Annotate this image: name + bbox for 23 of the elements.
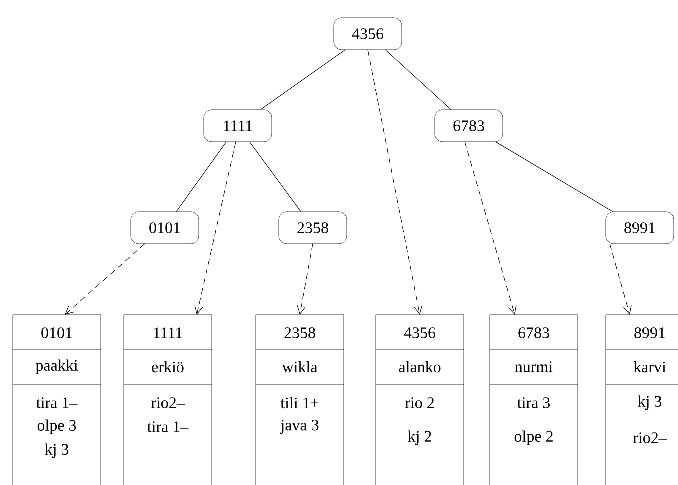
pointer-arrow xyxy=(368,50,423,315)
key-box: 2358 xyxy=(278,212,348,244)
key-box: 1111 xyxy=(204,110,272,142)
pointer-arrow xyxy=(297,244,314,315)
pointer-arrow xyxy=(194,142,236,315)
record-box: 8991 karvi kj 3 rio2– xyxy=(606,314,678,485)
tree-edge xyxy=(176,142,227,212)
tree-edge xyxy=(250,142,302,212)
key-box: 8991 xyxy=(606,212,674,244)
record-box: 4356 alanko rio 2 kj 2 xyxy=(376,314,464,485)
key-box: 0101 xyxy=(130,212,200,244)
record-box: 2358 wikla tili 1+ java 3 xyxy=(256,314,344,485)
pointer-arrow xyxy=(610,244,632,315)
pointer-arrow xyxy=(65,244,146,315)
tree-edge xyxy=(260,50,346,110)
tree-edge xyxy=(496,142,614,212)
record-box: 6783 nurmi tira 3 olpe 2 xyxy=(490,314,578,485)
record-box: 1111 erkiö rio2– tira 1– xyxy=(124,314,212,485)
tree-edge xyxy=(385,50,452,110)
pointer-arrow xyxy=(464,142,517,315)
record-box: 0101 paakki tira 1– olpe 3 kj 3 xyxy=(12,314,102,485)
key-box: 4356 xyxy=(334,18,402,50)
key-box: 6783 xyxy=(434,110,504,142)
